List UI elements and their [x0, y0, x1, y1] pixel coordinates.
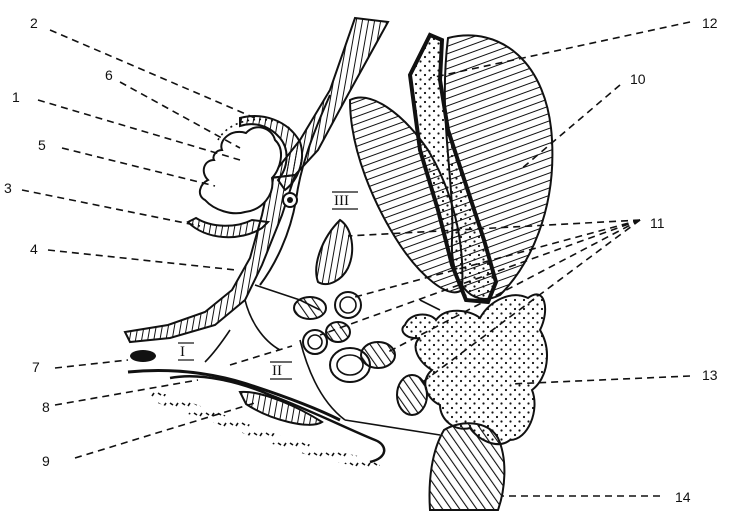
label-14: 14 [675, 489, 691, 505]
label-9: 9 [42, 453, 50, 469]
zone-label-i: I [180, 344, 185, 360]
nodule [361, 342, 395, 368]
bottom-mass [430, 423, 505, 510]
leader-lines [22, 22, 690, 496]
label-13: 13 [702, 367, 718, 383]
label-3: 3 [4, 180, 12, 196]
label-7: 7 [32, 359, 40, 375]
label-2: 2 [30, 15, 38, 31]
label-5: 5 [38, 137, 46, 153]
label-12: 12 [702, 15, 718, 31]
label-1: 1 [12, 89, 20, 105]
zone-iii-leaf [316, 220, 352, 284]
zone-label-ii: II [272, 363, 282, 379]
nodule [294, 297, 326, 319]
label-4: 4 [30, 241, 38, 257]
zone-label-iii: III [334, 193, 349, 209]
dotted-cloud [402, 294, 547, 444]
nodule [397, 375, 427, 415]
black-oval [130, 350, 156, 362]
label-10: 10 [630, 71, 646, 87]
label-6: 6 [105, 67, 113, 83]
label-8: 8 [42, 399, 50, 415]
label-11: 11 [650, 215, 665, 231]
